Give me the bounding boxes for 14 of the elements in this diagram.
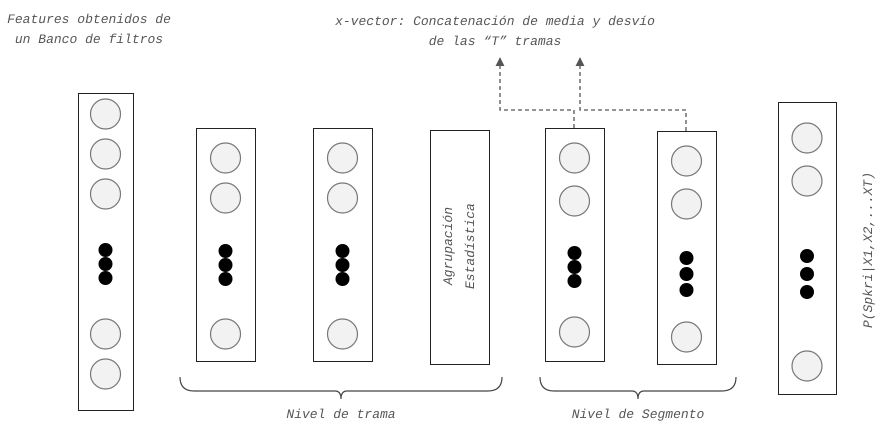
annotation-text: x-vector: Concatenación de media y desvío de las “T” tramas	[330, 12, 660, 58]
output-label: P(Spkri|X1,X2,...XT)	[860, 170, 877, 330]
layer-box	[430, 130, 490, 365]
arrow	[495, 57, 575, 128]
layer-box	[545, 128, 605, 362]
group-label: Nivel de trama	[285, 406, 397, 424]
layer-box	[313, 128, 373, 362]
layer-label: Agrupación Estadística	[440, 202, 479, 291]
layer-box	[657, 131, 717, 365]
arrow	[575, 57, 687, 131]
layer-box	[778, 102, 837, 395]
layer-box	[196, 128, 256, 362]
group-label: Nivel de Segmento	[570, 406, 706, 424]
column-heading: Features obtenidos de un Banco de filtros	[6, 11, 172, 49]
